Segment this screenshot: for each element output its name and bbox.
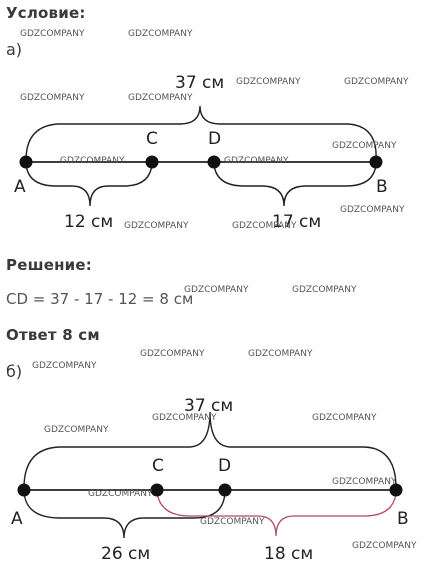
watermark: GDZCOMPANY bbox=[200, 517, 265, 527]
watermark: GDZCOMPANY bbox=[344, 77, 409, 87]
part-b-label: б) bbox=[6, 362, 23, 381]
condition-heading: Условие: bbox=[6, 4, 86, 22]
answer-text: Ответ 8 см bbox=[6, 326, 100, 344]
diagram-a-point-a bbox=[19, 155, 33, 169]
watermark: GDZCOMPANY bbox=[184, 285, 249, 295]
diagram-b: A C D B 37 см 26 см 18 см bbox=[11, 396, 409, 564]
watermark: GDZCOMPANY bbox=[152, 413, 217, 423]
watermark: GDZCOMPANY bbox=[128, 29, 193, 39]
diagram-a-total-brace bbox=[25, 105, 377, 161]
diagram-b-label-b: B bbox=[397, 509, 409, 529]
watermark: GDZCOMPANY bbox=[20, 93, 85, 103]
diagram-a-label-a: A bbox=[14, 177, 26, 197]
watermark: GDZCOMPANY bbox=[124, 221, 189, 231]
watermark: GDZCOMPANY bbox=[44, 425, 109, 435]
watermark: GDZCOMPANY bbox=[224, 156, 289, 166]
diagram-a-point-d bbox=[207, 155, 221, 169]
watermark: GDZCOMPANY bbox=[332, 477, 397, 487]
watermark: GDZCOMPANY bbox=[340, 205, 405, 215]
diagram-a-label-d: D bbox=[208, 129, 221, 149]
diagram-a-point-c bbox=[145, 155, 159, 169]
watermark: GDZCOMPANY bbox=[352, 541, 417, 551]
watermark: GDZCOMPANY bbox=[128, 93, 193, 103]
watermark: GDZCOMPANY bbox=[20, 29, 85, 39]
watermark: GDZCOMPANY bbox=[140, 349, 205, 359]
diagram-a-right-brace bbox=[213, 163, 377, 207]
watermark: GDZCOMPANY bbox=[292, 285, 357, 295]
diagram-b-label-c: C bbox=[152, 456, 164, 476]
diagram-b-right-length: 18 см bbox=[264, 544, 313, 564]
watermark: GDZCOMPANY bbox=[60, 156, 125, 166]
diagram-b-total-length: 37 см bbox=[184, 396, 233, 416]
diagram-a-label-b: B bbox=[376, 177, 388, 197]
diagram-a-label-c: C bbox=[146, 129, 158, 149]
diagram-b-point-b bbox=[389, 483, 403, 497]
part-a-label: а) bbox=[6, 40, 23, 59]
watermark: GDZCOMPANY bbox=[232, 221, 297, 231]
diagram-a-left-brace bbox=[25, 163, 153, 207]
watermark: GDZCOMPANY bbox=[88, 489, 153, 499]
diagram-b-label-d: D bbox=[218, 456, 231, 476]
diagram-b-point-c bbox=[150, 483, 164, 497]
watermark: GDZCOMPANY bbox=[332, 141, 397, 151]
solution-formula: CD = 37 - 17 - 12 = 8 см bbox=[6, 290, 194, 308]
watermark: GDZCOMPANY bbox=[312, 413, 377, 423]
watermark: GDZCOMPANY bbox=[236, 77, 301, 87]
watermarks: GDZCOMPANY GDZCOMPANY GDZCOMPANY GDZCOMP… bbox=[20, 29, 417, 551]
diagram-b-label-a: A bbox=[11, 509, 23, 529]
diagram-a-point-b bbox=[369, 155, 383, 169]
diagram-b-total-brace bbox=[23, 411, 397, 489]
diagram-a: A C D B 37 см 12 см 17 см bbox=[14, 73, 388, 232]
diagram-b-point-d bbox=[218, 483, 232, 497]
diagram-b-left-length: 26 см bbox=[101, 544, 150, 564]
diagram-a-right-length: 17 см bbox=[272, 212, 321, 232]
watermark: GDZCOMPANY bbox=[248, 349, 313, 359]
diagram-a-total-length: 37 см bbox=[175, 73, 224, 93]
solution-heading: Решение: bbox=[6, 256, 92, 274]
diagram-b-point-a bbox=[17, 483, 31, 497]
watermark: GDZCOMPANY bbox=[32, 361, 97, 371]
diagram-b-right-brace bbox=[156, 491, 397, 537]
diagram-a-left-length: 12 см bbox=[64, 212, 113, 232]
